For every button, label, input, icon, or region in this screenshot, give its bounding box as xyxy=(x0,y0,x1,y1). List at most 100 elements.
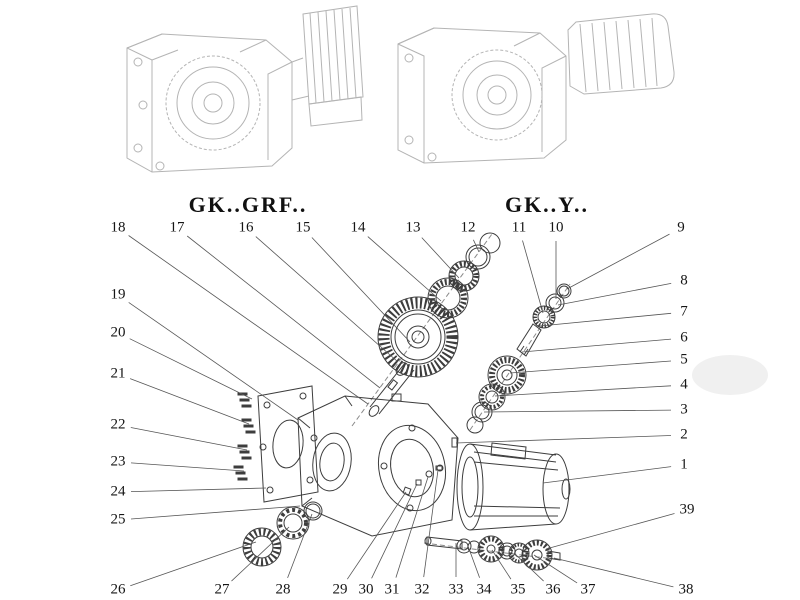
leader-line-29 xyxy=(346,491,407,580)
callout-20: 20 xyxy=(108,324,128,341)
shaft-key xyxy=(387,379,399,391)
leader-line-30 xyxy=(371,483,418,579)
leader-line-37 xyxy=(533,554,578,584)
mounting-flange xyxy=(257,385,319,503)
callout-14: 14 xyxy=(348,219,368,236)
leader-line-5 xyxy=(509,360,672,374)
leader-line-16 xyxy=(255,236,399,363)
leader-line-20 xyxy=(129,338,253,400)
output-shaft xyxy=(368,362,415,417)
callout-34: 34 xyxy=(474,581,494,598)
callout-4: 4 xyxy=(678,376,690,393)
leader-line-13 xyxy=(421,237,460,279)
variant-label-y: GK..Y.. xyxy=(504,192,590,217)
gearbox-y-drawing xyxy=(397,13,675,164)
callout-9: 9 xyxy=(675,219,687,236)
bearing-cover-rings xyxy=(242,501,323,567)
leader-line-2 xyxy=(455,435,672,444)
callout-25: 25 xyxy=(108,511,128,528)
leader-line-21 xyxy=(129,378,250,425)
leader-line-1 xyxy=(542,466,672,484)
leader-line-8 xyxy=(557,283,672,306)
callout-21: 21 xyxy=(108,365,128,382)
callout-17: 17 xyxy=(167,219,187,236)
leader-line-7 xyxy=(539,312,672,327)
callout-16: 16 xyxy=(236,219,256,236)
leader-line-3 xyxy=(483,409,672,413)
callout-38: 38 xyxy=(676,581,696,598)
callout-37: 37 xyxy=(578,581,598,598)
variant-label-grf: GK..GRF.. xyxy=(188,192,308,217)
exploded-view xyxy=(233,232,572,571)
callout-1: 1 xyxy=(678,456,690,473)
callout-11: 11 xyxy=(509,219,529,236)
small-fasteners xyxy=(402,465,443,496)
leader-line-26 xyxy=(130,541,257,587)
leader-line-12 xyxy=(473,239,480,253)
callout-13: 13 xyxy=(403,219,423,236)
callout-15: 15 xyxy=(293,219,313,236)
callout-29: 29 xyxy=(330,581,350,598)
callout-24: 24 xyxy=(108,483,128,500)
leader-line-32 xyxy=(423,469,439,578)
callout-7: 7 xyxy=(678,303,690,320)
leader-line-35 xyxy=(491,549,512,580)
callout-39: 39 xyxy=(677,501,697,518)
leader-line-39 xyxy=(545,513,675,550)
callout-35: 35 xyxy=(508,581,528,598)
bearing-chain xyxy=(427,232,501,319)
callout-12: 12 xyxy=(458,219,478,236)
gear-housing xyxy=(297,393,459,537)
callout-22: 22 xyxy=(108,416,128,433)
flange-bolts xyxy=(233,392,256,481)
leader-line-38 xyxy=(553,557,674,588)
input-shaft-assembly xyxy=(424,535,561,571)
callout-31: 31 xyxy=(382,581,402,598)
callout-10: 10 xyxy=(546,219,566,236)
callout-23: 23 xyxy=(108,453,128,470)
leader-line-27 xyxy=(231,526,290,582)
leader-line-17 xyxy=(186,235,381,389)
leader-line-4 xyxy=(494,385,672,397)
leader-line-23 xyxy=(130,462,245,472)
electric-motor xyxy=(451,437,571,531)
leader-line-6 xyxy=(521,338,672,353)
gearbox-grf-drawing xyxy=(126,5,364,173)
bevel-pinion xyxy=(516,323,542,357)
callout-6: 6 xyxy=(678,329,690,346)
leader-line-14 xyxy=(367,236,442,302)
callout-32: 32 xyxy=(412,581,432,598)
callout-5: 5 xyxy=(678,351,690,368)
callout-18: 18 xyxy=(108,219,128,236)
motor-drawing xyxy=(567,13,675,95)
input-pinion-chain xyxy=(466,283,572,434)
leader-line-11 xyxy=(522,240,544,314)
leader-line-15 xyxy=(311,237,411,343)
callout-8: 8 xyxy=(678,272,690,289)
leader-line-22 xyxy=(130,427,248,451)
callout-2: 2 xyxy=(678,426,690,443)
leader-line-19 xyxy=(128,302,299,421)
callout-3: 3 xyxy=(678,401,690,418)
leader-line-24 xyxy=(130,487,267,492)
output-gear xyxy=(377,296,459,378)
callout-27: 27 xyxy=(212,581,232,598)
leader-line-18 xyxy=(128,235,369,405)
breather-plug xyxy=(391,393,402,402)
watermark xyxy=(692,355,768,395)
motor-flange-bolt xyxy=(451,437,458,448)
leader-line-31 xyxy=(395,476,429,578)
callout-19: 19 xyxy=(108,286,128,303)
callout-28: 28 xyxy=(273,581,293,598)
leader-lines xyxy=(128,233,675,588)
leader-line-36 xyxy=(513,552,544,582)
callout-36: 36 xyxy=(543,581,563,598)
callout-33: 33 xyxy=(446,581,466,598)
callout-30: 30 xyxy=(356,581,376,598)
leader-line-34 xyxy=(467,545,480,578)
callout-26: 26 xyxy=(108,581,128,598)
leader-line-28 xyxy=(287,513,313,579)
leader-line-25 xyxy=(130,505,301,520)
